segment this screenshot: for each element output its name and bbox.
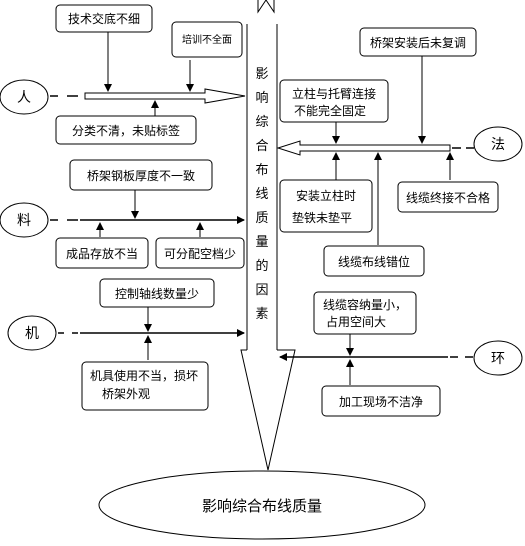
bone-method — [276, 140, 451, 156]
spine-label-char: 质 — [255, 211, 268, 226]
svg-text:线缆容纳量小，: 线缆容纳量小， — [323, 297, 407, 312]
svg-text:立柱与托臂连接: 立柱与托臂连接 — [292, 86, 376, 101]
cause-tray-adjust: 桥架安装后未复调 — [359, 27, 477, 57]
spine-label-char: 因 — [255, 283, 268, 298]
cause-column-shim: 安装立柱时 垫铁未垫平 — [279, 179, 373, 233]
svg-text:安装立柱时: 安装立柱时 — [296, 188, 356, 203]
svg-text:加工现场不洁净: 加工现场不洁净 — [339, 395, 423, 409]
spine-label-char: 线 — [255, 187, 268, 202]
spine-arrow — [240, 0, 296, 471]
bone-person — [84, 88, 246, 104]
cause-tray-thickness: 桥架钢板厚度不一致 — [69, 159, 213, 191]
cause-machine-misuse: 机具使用不当，损坏 桥架外观 — [81, 361, 209, 411]
cause-training: 培训不全面 — [171, 21, 243, 58]
category-machine: 机 — [7, 315, 57, 351]
svg-text:成品存放不当: 成品存放不当 — [66, 246, 138, 261]
spine-label: 影响综合布线质量的因素 — [255, 67, 268, 322]
cause-capacity: 线缆容纳量小， 占用空间大 — [313, 291, 417, 335]
cause-axis-count: 控制轴线数量少 — [99, 278, 215, 308]
spine-label-char: 的 — [255, 258, 268, 274]
svg-text:机具使用不当，损坏: 机具使用不当，损坏 — [90, 368, 198, 383]
category-connectors — [50, 95, 474, 358]
category-machine-label: 机 — [25, 326, 39, 342]
category-person-label: 人 — [17, 90, 31, 106]
svg-text:控制轴线数量少: 控制轴线数量少 — [115, 286, 199, 301]
svg-text:垫铁未垫平: 垫铁未垫平 — [292, 210, 352, 225]
category-environment-label: 环 — [491, 351, 505, 367]
spine-label-char: 合 — [255, 139, 268, 154]
svg-text:占用空间大: 占用空间大 — [326, 314, 386, 329]
spine-label-char: 响 — [255, 90, 268, 106]
svg-text:桥架安装后未复调: 桥架安装后未复调 — [370, 35, 466, 50]
category-method-label: 法 — [491, 137, 505, 153]
category-material: 料 — [0, 202, 49, 238]
spine-label-char: 布 — [255, 163, 268, 178]
cause-classification: 分类不清，未贴标签 — [55, 115, 197, 145]
cause-cable-route: 线缆布线错位 — [323, 245, 425, 277]
cause-column-bracket: 立柱与托臂连接 不能完全固定 — [279, 79, 389, 123]
result-ellipse — [98, 470, 426, 540]
cause-spare-slots: 可分配空档少 — [155, 237, 245, 269]
cause-site-clean: 加工现场不洁净 — [321, 385, 441, 417]
spine-label-char: 影 — [255, 67, 268, 82]
svg-text:可分配空档少: 可分配空档少 — [164, 247, 236, 261]
cause-tech-briefing: 技术交底不细 — [55, 4, 153, 33]
svg-text:线缆布线错位: 线缆布线错位 — [338, 254, 410, 269]
svg-text:不能完全固定: 不能完全固定 — [294, 103, 366, 118]
spine-label-char: 综 — [255, 115, 268, 130]
svg-text:分类不清，未贴标签: 分类不清，未贴标签 — [72, 123, 180, 138]
svg-text:培训不全面: 培训不全面 — [182, 33, 232, 46]
svg-text:线缆终接不合格: 线缆终接不合格 — [406, 190, 490, 205]
spine-label-char: 量 — [255, 235, 268, 250]
result-label: 影响综合布线质量 — [202, 497, 322, 515]
svg-text:桥架外观: 桥架外观 — [102, 387, 150, 401]
svg-text:技术交底不细: 技术交底不细 — [68, 11, 140, 26]
svg-text:桥架钢板厚度不一致: 桥架钢板厚度不一致 — [87, 168, 195, 183]
cause-storage: 成品存放不当 — [55, 237, 149, 269]
category-method: 法 — [473, 126, 523, 162]
spine-label-char: 素 — [255, 307, 268, 322]
cause-cable-joint: 线缆终接不合格 — [397, 181, 499, 213]
cause-arrows — [96, 30, 454, 385]
category-person: 人 — [0, 79, 49, 115]
category-environment: 环 — [473, 340, 523, 376]
category-material-label: 料 — [17, 213, 31, 229]
